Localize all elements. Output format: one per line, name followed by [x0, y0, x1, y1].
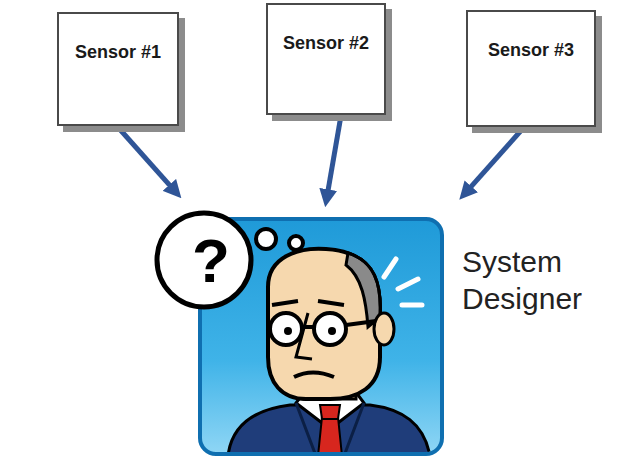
sensor-label: Sensor #1	[59, 40, 177, 64]
question-mark: ?	[181, 228, 241, 294]
designer-figure: System Designer	[198, 217, 444, 456]
sensor-label: Sensor #2	[268, 31, 384, 55]
sensor-box: Sensor #3	[466, 10, 596, 127]
sensor-box: Sensor #1	[57, 12, 179, 126]
designer-illustration	[198, 217, 444, 456]
sensor-label: Sensor #3	[468, 38, 594, 62]
signal-arrow	[120, 130, 175, 192]
signal-arrow	[327, 119, 341, 198]
signal-arrow	[465, 131, 520, 193]
sensor-box: Sensor #2	[266, 3, 386, 115]
role-label: System Designer	[462, 243, 612, 317]
